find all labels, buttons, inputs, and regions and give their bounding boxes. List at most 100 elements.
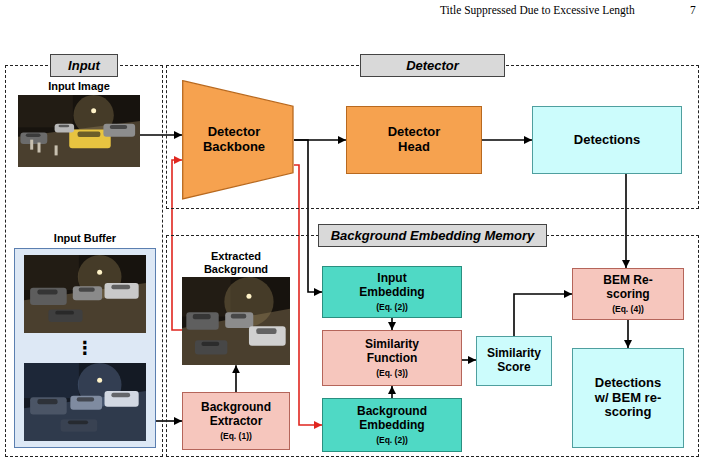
output-box: Detections [532, 106, 682, 174]
car-window [256, 328, 276, 334]
box-title: Detections [574, 133, 640, 148]
car [30, 287, 67, 304]
function-box: Background Extractor (Eq. (1)) [182, 392, 290, 450]
box-title: Detector Head [375, 125, 453, 155]
box-content: Similarity Function(Eq. (3)) [343, 338, 441, 378]
input-image: Input Image [18, 80, 140, 167]
flow-arrow [172, 160, 182, 330]
function-box: BEM Re-scoring(Eq. (4)) [572, 268, 684, 320]
flow-arrow [625, 174, 627, 268]
car [73, 286, 102, 300]
flow-arrow [140, 134, 182, 136]
street-lamp [91, 108, 96, 113]
car-window [79, 287, 95, 291]
equation-ref: (Eq. (4)) [587, 304, 669, 314]
embedding-box: Input Embedding (Eq. (2)) [322, 266, 462, 318]
car [55, 123, 75, 132]
car [48, 309, 82, 321]
equation-ref: (Eq. (2)) [345, 302, 439, 312]
flow-arrow [391, 386, 393, 398]
memory-region: Extracted Background Input Embedding (Eq. … [167, 236, 698, 456]
box-content: Input Embedding (Eq. (2)) [345, 272, 439, 312]
car [30, 397, 67, 414]
photo [18, 95, 140, 167]
road [182, 309, 290, 365]
car [225, 312, 253, 328]
region-heading: Input [50, 54, 118, 77]
building [18, 95, 73, 127]
building [24, 255, 79, 290]
process-box: Detector Head [346, 106, 482, 174]
pedestrian [38, 142, 41, 152]
box-title: Background Extractor [191, 401, 281, 429]
flow-arrow [482, 139, 532, 141]
car [249, 327, 286, 346]
image-caption: Input Image [48, 80, 110, 93]
box-title: Detections w/ BEM re-scoring [587, 376, 669, 421]
equation-ref: (Eq. (2)) [345, 435, 439, 445]
input-region: Input ImageInput Buffer⋮Input [6, 66, 162, 456]
flow-arrow [462, 359, 476, 361]
photo-ground [24, 363, 146, 441]
flow-arrow [627, 320, 629, 348]
car [186, 312, 218, 330]
car-window [78, 131, 101, 137]
region-heading: Background Embedding Memory [318, 224, 548, 247]
road [24, 283, 146, 333]
flow-arrow [391, 318, 393, 330]
output-box: Detections w/ BEM re-scoring [572, 348, 684, 448]
ellipsis-mark: ⋮ [76, 339, 94, 357]
box-content: BEM Re-scoring(Eq. (4)) [587, 274, 669, 314]
car [195, 341, 227, 355]
car [70, 395, 102, 409]
car [103, 123, 135, 136]
car-window [77, 397, 94, 401]
pedestrian [55, 145, 58, 155]
box-title: Background Embedding [345, 405, 439, 433]
photo [182, 277, 290, 365]
box-title: Input Embedding [345, 272, 439, 300]
car-window [55, 310, 74, 314]
pedestrian [30, 139, 33, 149]
equation-ref: (Eq. (3)) [343, 368, 441, 378]
car-window [37, 399, 57, 404]
street-lamp [97, 269, 102, 274]
embedding-box: Background Embedding (Eq. (2)) [322, 398, 462, 452]
car [61, 419, 98, 431]
car-window [111, 392, 130, 397]
buffer-heading: Input Buffer [54, 232, 116, 245]
box-content: Background Extractor (Eq. (1)) [191, 401, 281, 441]
box-content: Detector Backbone [192, 125, 276, 155]
box-title: Similarity Score [481, 347, 547, 375]
background-image: Extracted Background [182, 250, 290, 365]
box-content: Background Embedding (Eq. (2)) [345, 405, 439, 445]
photo-ground [182, 277, 290, 365]
car-window [37, 289, 57, 294]
car-window [201, 342, 219, 346]
photo-ground [24, 255, 146, 333]
box-content: Detector Head [375, 125, 453, 155]
car-window [59, 124, 70, 127]
detector-region: Detector Backbone Detector Head Detections… [167, 66, 698, 208]
label-anchor: Title Suppressed Due to Excessive Length [440, 4, 635, 16]
street-lamp [246, 294, 251, 299]
trapezoid-shape [183, 81, 293, 199]
photo [24, 255, 146, 333]
car-window [111, 284, 130, 289]
flow-arrow [514, 294, 572, 336]
backbone-block: Detector Backbone [182, 80, 294, 200]
box-content: Detections [574, 133, 640, 148]
car-window [231, 314, 246, 319]
buffer-panel: ⋮ [14, 248, 156, 448]
flow-arrow [235, 365, 237, 392]
page-header: Title Suppressed Due to Excessive Length [440, 4, 635, 16]
function-box: Similarity Function(Eq. (3)) [322, 330, 462, 386]
region-heading: Detector [360, 54, 505, 77]
car-window [26, 133, 41, 136]
flow-arrow [294, 165, 322, 425]
building [182, 277, 231, 317]
input-buffer: Input Buffer ⋮ [14, 232, 156, 448]
equation-ref: (Eq. (1)) [191, 431, 281, 441]
building [24, 363, 79, 398]
